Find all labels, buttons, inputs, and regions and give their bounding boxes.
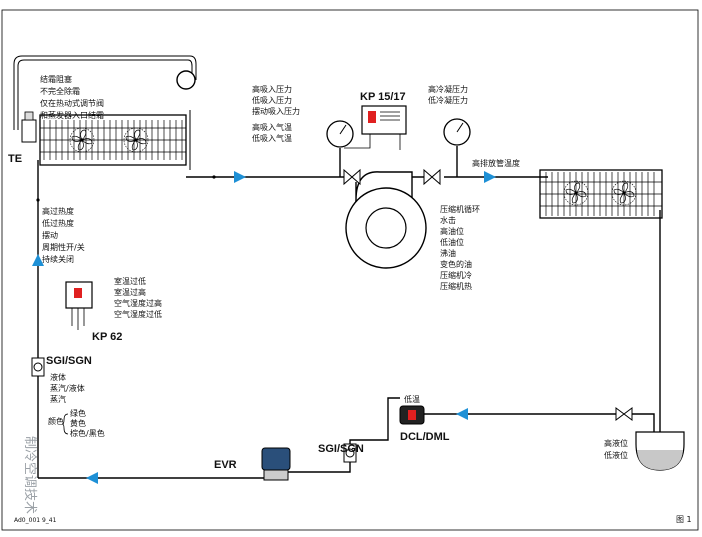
liquid-level-notes: 高液位 低液位 bbox=[604, 438, 628, 460]
compressor-notes: 压缩机循环 水击 高油位 低油位 沸油 变色的油 压缩机冷 压缩机热 bbox=[440, 204, 480, 291]
suction-pressure-notes: 高吸入压力 低吸入压力 摆动吸入压力 bbox=[252, 84, 300, 116]
evaporator bbox=[21, 111, 187, 166]
capillary-loop bbox=[13, 55, 197, 170]
color-notes: 颜色 绿色 黄色 棕色/黑色 bbox=[48, 408, 105, 438]
svg-text:不完全除霜: 不完全除霜 bbox=[40, 86, 80, 96]
svg-text:低吸入压力: 低吸入压力 bbox=[252, 95, 292, 105]
sgi-left-label: SGI/SGN bbox=[46, 355, 92, 367]
te-label: TE bbox=[8, 153, 22, 165]
sight-glass-left bbox=[31, 357, 45, 377]
svg-text:持续关闭: 持续关闭 bbox=[42, 254, 74, 264]
evr-label: EVR bbox=[214, 459, 237, 471]
kp1517-switch bbox=[344, 105, 407, 150]
condensing-notes: 高冷凝压力 低冷凝压力 bbox=[428, 84, 468, 105]
watermark: 制冷空调技术 bbox=[22, 436, 37, 514]
low-temp-label: 低温 bbox=[404, 394, 420, 404]
svg-text:周期性开/关: 周期性开/关 bbox=[42, 242, 85, 252]
sight-glass-bottom bbox=[343, 443, 357, 463]
svg-text:低吸入气温: 低吸入气温 bbox=[252, 133, 292, 143]
svg-text:高液位: 高液位 bbox=[604, 438, 628, 448]
svg-text:和蒸发器入口结霜: 和蒸发器入口结霜 bbox=[40, 110, 104, 120]
shutoff-valve-discharge bbox=[423, 168, 441, 186]
outer-frame bbox=[1, 9, 699, 531]
svg-text:水击: 水击 bbox=[440, 215, 456, 225]
dcl-filter-drier bbox=[399, 405, 425, 425]
dcl-label: DCL/DML bbox=[400, 431, 450, 443]
svg-text:空气湿度过低: 空气湿度过低 bbox=[114, 309, 162, 319]
frost-notes: 结霜阻塞 不完全除霜 仅在热动式调节阀 和蒸发器入口结霜 bbox=[40, 74, 104, 120]
svg-text:高冷凝压力: 高冷凝压力 bbox=[428, 84, 468, 94]
drawing-code: Ad0_001 9_41 bbox=[14, 517, 57, 524]
svg-text:绿色: 绿色 bbox=[70, 408, 86, 418]
svg-text:蒸汽: 蒸汽 bbox=[50, 394, 66, 404]
svg-text:摆动: 摆动 bbox=[42, 230, 58, 240]
svg-text:压缩机循环: 压缩机循环 bbox=[440, 204, 480, 214]
high-discharge-label: 高排放管温度 bbox=[472, 158, 520, 168]
shutoff-valve-liquid bbox=[615, 407, 633, 421]
suction-gauge bbox=[326, 120, 354, 148]
svg-text:结霜阻塞: 结霜阻塞 bbox=[40, 74, 72, 84]
svg-text:高油位: 高油位 bbox=[440, 226, 464, 236]
figure-number: 图 1 bbox=[676, 515, 692, 524]
svg-text:颜色: 颜色 bbox=[48, 416, 64, 426]
kp62-label: KP 62 bbox=[92, 331, 122, 343]
svg-text:蒸汽/液体: 蒸汽/液体 bbox=[50, 383, 85, 393]
svg-text:变色的油: 变色的油 bbox=[440, 259, 472, 269]
svg-text:空气湿度过高: 空气湿度过高 bbox=[114, 298, 162, 308]
superheat-notes: 高过热度 低过热度 摆动 周期性开/关 持续关闭 bbox=[42, 206, 85, 264]
svg-text:低过热度: 低过热度 bbox=[42, 218, 74, 228]
kp1517-label: KP 15/17 bbox=[360, 91, 406, 103]
sight-glass-notes: 液体 蒸汽/液体 蒸汽 bbox=[50, 372, 85, 404]
svg-text:摆动吸入压力: 摆动吸入压力 bbox=[252, 106, 300, 116]
suction-temp-notes: 高吸入气温 低吸入气温 bbox=[252, 122, 292, 143]
svg-text:仅在热动式调节阀: 仅在热动式调节阀 bbox=[40, 98, 104, 108]
capillary-bulb bbox=[176, 70, 196, 90]
compressor bbox=[345, 171, 427, 269]
svg-text:室温过低: 室温过低 bbox=[114, 276, 146, 286]
evr-solenoid-valve bbox=[261, 447, 291, 481]
svg-text:低油位: 低油位 bbox=[440, 237, 464, 247]
svg-text:室温过高: 室温过高 bbox=[114, 287, 146, 297]
svg-text:液体: 液体 bbox=[50, 372, 66, 382]
sgi-bottom-label: SGI/SGN bbox=[318, 443, 364, 455]
svg-text:沸油: 沸油 bbox=[440, 248, 456, 258]
svg-text:低冷凝压力: 低冷凝压力 bbox=[428, 95, 468, 105]
svg-text:高过热度: 高过热度 bbox=[42, 206, 74, 216]
te-valve bbox=[21, 119, 37, 143]
svg-text:压缩机热: 压缩机热 bbox=[440, 281, 472, 291]
flow-arrows bbox=[32, 171, 496, 484]
svg-text:低液位: 低液位 bbox=[604, 450, 628, 460]
shutoff-valve-suction bbox=[343, 168, 361, 186]
condenser bbox=[539, 169, 663, 219]
discharge-gauge bbox=[443, 118, 471, 146]
svg-text:黄色: 黄色 bbox=[70, 418, 86, 428]
kp62-thermostat bbox=[65, 281, 93, 330]
svg-text:压缩机冷: 压缩机冷 bbox=[440, 270, 472, 280]
piping bbox=[37, 146, 661, 479]
svg-text:高吸入气温: 高吸入气温 bbox=[252, 122, 292, 132]
svg-text:高吸入压力: 高吸入压力 bbox=[252, 84, 292, 94]
svg-text:棕色/黑色: 棕色/黑色 bbox=[70, 428, 105, 438]
room-notes: 室温过低 室温过高 空气湿度过高 空气湿度过低 bbox=[114, 276, 162, 319]
liquid-receiver bbox=[635, 431, 685, 471]
